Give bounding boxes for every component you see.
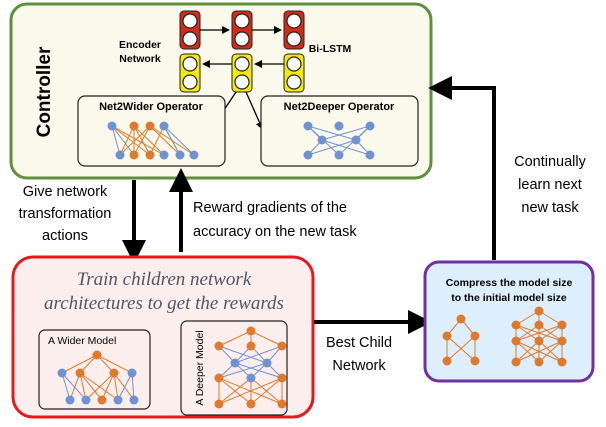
lstm-to-net2deeper-arrow bbox=[245, 91, 264, 130]
lstm-red-cell bbox=[231, 10, 253, 50]
controller-title: Controller bbox=[34, 46, 55, 137]
wider-model-label: A Wider Model bbox=[48, 335, 116, 347]
lstm-yellow-cell bbox=[283, 53, 305, 93]
net2deeper-operator-title: Net2Deeper Operator bbox=[284, 101, 395, 113]
lstm-yellow-row bbox=[179, 53, 305, 93]
net2deeper-graph bbox=[303, 121, 375, 160]
deeper-model-graph bbox=[214, 326, 287, 409]
lstm-red-row bbox=[179, 10, 305, 50]
continually-label-line1: Continually bbox=[514, 154, 586, 170]
encoder-network-label-line1: Encoder bbox=[119, 39, 161, 51]
reward-label-line2: accuracy on the new task bbox=[193, 224, 357, 240]
train-children-title-line2: architectures to get the rewards bbox=[44, 293, 284, 314]
net2wider-operator-title: Net2Wider Operator bbox=[99, 101, 204, 113]
net2wider-graph bbox=[107, 121, 199, 160]
continually-learn-arrow bbox=[428, 76, 496, 260]
continually-label-line3: new task bbox=[521, 200, 579, 216]
continually-label-line2: learn next bbox=[518, 177, 582, 193]
lstm-red-cell bbox=[179, 10, 201, 50]
compressed-wider-graph bbox=[442, 314, 480, 366]
bilstm-label: Bi-LSTM bbox=[309, 43, 352, 55]
wider-model-graph bbox=[57, 350, 139, 405]
lstm-red-cell bbox=[283, 10, 305, 50]
give-actions-label-line2: transformation bbox=[19, 206, 112, 222]
deeper-model-box bbox=[180, 320, 288, 416]
best-child-label-line2: Network bbox=[332, 358, 386, 374]
net2deeper-operator-box bbox=[260, 95, 419, 167]
compress-title-line2: to the initial model size bbox=[451, 292, 567, 304]
lstm-yellow-cell bbox=[231, 53, 253, 93]
best-child-label-line1: Best Child bbox=[326, 335, 392, 351]
deeper-model-label: A Deeper Model bbox=[194, 330, 206, 405]
net2wider-operator-box bbox=[77, 95, 226, 167]
lstm-yellow-cell bbox=[179, 53, 201, 93]
give-actions-label-line3: actions bbox=[42, 228, 88, 244]
compressed-deeper-graph bbox=[511, 306, 567, 367]
compress-title-line1: Compress the model size bbox=[446, 277, 573, 289]
give-actions-label-line1: Give network bbox=[23, 184, 108, 200]
reward-label-line1: Reward gradients of the bbox=[193, 200, 347, 216]
train-children-title-line1: Train children network bbox=[77, 269, 252, 290]
encoder-network-label-line2: Network bbox=[119, 53, 161, 65]
